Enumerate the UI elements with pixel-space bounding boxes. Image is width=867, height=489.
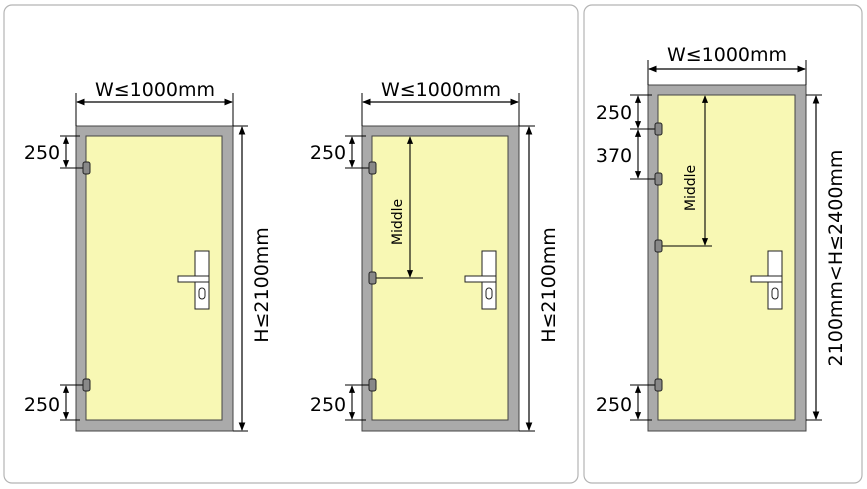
width-label: W≤1000mm <box>381 79 501 101</box>
hinge-icon <box>654 122 663 136</box>
hinge-icon <box>654 172 663 186</box>
hinge-icon <box>82 378 91 392</box>
bottom-hinge-distance: 250 <box>310 394 346 416</box>
lever-handle-icon <box>177 275 210 283</box>
second-hinge-distance: 370 <box>596 145 632 167</box>
height-label: 2100mm<H≤2400mm <box>825 150 847 367</box>
lever-handle-icon <box>750 275 783 283</box>
top-hinge-distance: 250 <box>24 142 60 164</box>
middle-label: Middle <box>390 199 406 245</box>
hinge-icon <box>654 378 663 392</box>
hinge-icon <box>654 239 663 253</box>
keyhole-icon <box>485 287 493 300</box>
width-label: W≤1000mm <box>95 79 215 101</box>
keyhole-icon <box>771 287 779 300</box>
hinge-icon <box>368 161 377 175</box>
top-hinge-distance: 250 <box>310 142 346 164</box>
height-label: H≤2100mm <box>251 227 273 343</box>
top-hinge-distance: 250 <box>596 102 632 124</box>
door-diagram-1: W≤1000mm H≤2100mm 250 250 <box>24 79 273 432</box>
hinge-icon <box>368 378 377 392</box>
door-diagram-2: W≤1000mm H≤2100mm 250 250 Middle <box>310 79 560 432</box>
hinge-icon <box>82 161 91 175</box>
keyhole-icon <box>198 287 206 300</box>
door-diagram-3: W≤1000mm 2100mm<H≤2400mm 250 370 250 Mid… <box>596 44 847 432</box>
height-label: H≤2100mm <box>538 227 560 343</box>
middle-label: Middle <box>683 165 699 211</box>
width-label: W≤1000mm <box>667 44 787 66</box>
lever-handle-icon <box>464 275 497 283</box>
hinge-icon <box>368 271 377 285</box>
bottom-hinge-distance: 250 <box>596 394 632 416</box>
bottom-hinge-distance: 250 <box>24 394 60 416</box>
